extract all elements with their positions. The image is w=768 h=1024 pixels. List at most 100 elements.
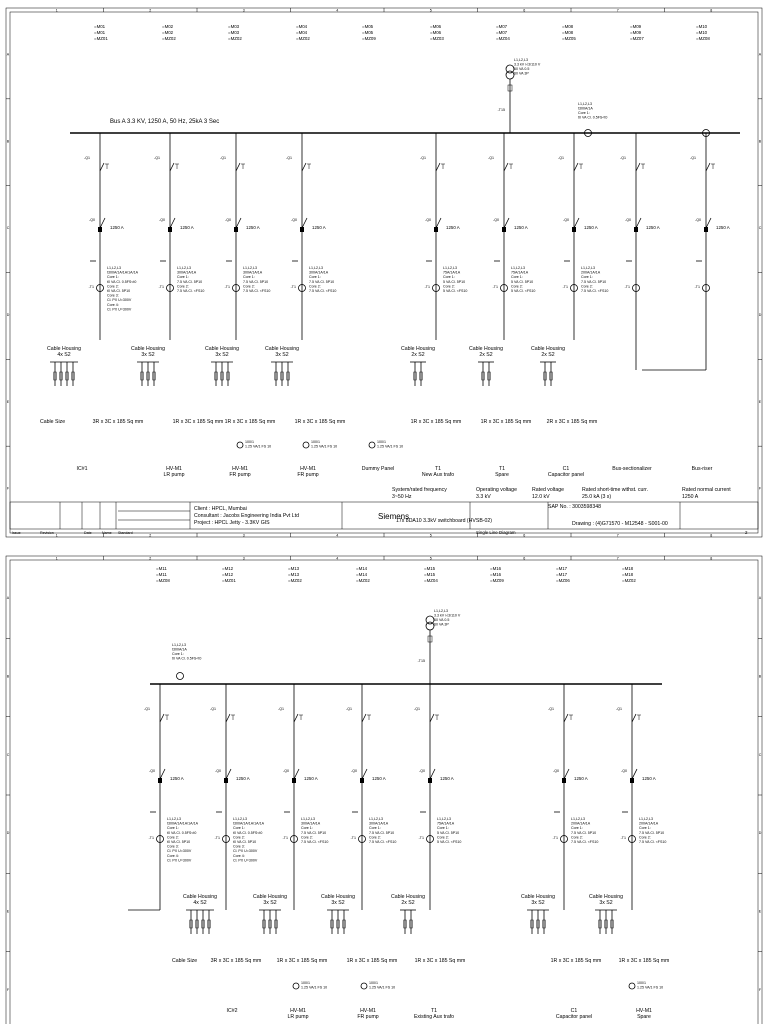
ct-data: 7.5 VA Cl. 5P10 [639, 831, 664, 835]
breaker-contact [99, 217, 106, 229]
breaker-body [704, 227, 708, 232]
ct-data: Core 1: [571, 826, 583, 830]
grid-col-label: 2 [149, 534, 151, 538]
breaker-body [292, 778, 296, 783]
ct-data: t0 VA Cl. 5P10 [233, 840, 256, 844]
ct-data: Core 3: [107, 294, 119, 298]
inner-border [9, 559, 759, 1024]
panel-name: IC#2 [227, 1008, 238, 1014]
grid-row-label: E [7, 910, 10, 914]
cbct-data: 100/1 [301, 981, 310, 985]
breaker-rating: 1250 A [110, 225, 124, 230]
vt-fuse [427, 635, 433, 643]
grid-row-label: B [7, 675, 10, 679]
disconnector-blade [159, 713, 165, 723]
q1-label: -Q1 [558, 156, 564, 160]
ct-data: t0 VA Cl. 0.5FS<t0 [233, 831, 262, 835]
cable-connector [481, 371, 485, 381]
feeder-id: =MZ05 [562, 36, 576, 41]
feeder-id: =MZ09 [490, 578, 504, 583]
ct-data: Core 2: [437, 835, 449, 839]
breaker-body [360, 778, 364, 783]
ct-data: L1,L2,L3 [437, 817, 451, 821]
feeder-id: =MZ08 [696, 36, 710, 41]
feeder-id: =M12 [222, 572, 234, 577]
ct-data: 7.5 VA Cl. 5P10 [301, 831, 326, 835]
ct-data: Core 1: [581, 275, 593, 279]
cable-connector [536, 919, 540, 929]
t1-label: -T1 [553, 836, 558, 840]
disconnector-blade [429, 713, 435, 723]
ct-data: Cl. PX U=300V [233, 858, 258, 862]
breaker-rating: 1250 A [514, 225, 528, 230]
cbct-data: 100/1 [637, 981, 646, 985]
panel-name: T1 [499, 466, 505, 472]
grid-row-label: E [759, 910, 762, 914]
disconnector-blade [705, 162, 711, 172]
feeder-id: =M17 [556, 566, 568, 571]
rating-value: 3.3 kV [476, 494, 491, 500]
current-transformer [628, 835, 636, 843]
current-transformer [560, 835, 568, 843]
q1-label: -Q1 [616, 707, 622, 711]
rating-label: Rated voltage [532, 487, 564, 493]
grid-col-label: 3 [243, 9, 245, 13]
q1-label: -Q1 [278, 707, 284, 711]
feeder-id: =M13 [288, 572, 300, 577]
ct-data: 300A/1A/1A [177, 271, 197, 275]
disconnector-blade [573, 162, 579, 172]
vt-data: 60 VA 0.5 [514, 67, 529, 71]
bus-ct-data: t300A/1A [578, 107, 593, 111]
cable-size: 1R x 3C x 185 Sq mm [225, 419, 276, 425]
cable-housing-size: 3x S2 [275, 352, 288, 358]
q1-label: -Q1 [286, 156, 292, 160]
grid-col-label: 3 [243, 534, 245, 538]
rating-label: Rated normal current [682, 487, 731, 493]
cbct-symbol [292, 982, 300, 990]
grid-col-label: 7 [617, 557, 619, 561]
grid-row-label: E [7, 400, 10, 404]
cable-connector [549, 371, 553, 381]
feeder-id: =M11 [156, 572, 167, 577]
breaker-rating: 1250 A [646, 225, 660, 230]
panel-subtitle: New Aux trafo [422, 472, 454, 478]
ct-data: 75A/1A/1A [511, 271, 529, 275]
breaker-body [562, 778, 566, 783]
title-col: Issue [12, 531, 21, 535]
ct-data: 7.5 VA Cl. <FS10 [243, 289, 270, 293]
bus-ct-data: L1,L2,L3 [578, 102, 592, 106]
t1-label: -T1 [493, 285, 498, 289]
t1-label: -T1 [625, 285, 630, 289]
cable-connector [274, 919, 278, 929]
cable-housing-label: Cable Housing [531, 346, 565, 352]
q0-label: -Q0 [425, 218, 431, 222]
grid-row-label: C [7, 753, 10, 757]
cable-size: 3R x 3C x 185 Sq mm [93, 419, 144, 425]
breaker-rating: 1250 A [642, 776, 656, 781]
bus-ct [584, 129, 592, 137]
current-transformer [432, 284, 440, 292]
ct-data: 7.5 VA Cl. <FS10 [639, 840, 666, 844]
feeder-id: =M18 [622, 572, 634, 577]
ct-data: t0 VA Cl. 0.5FS<t0 [167, 831, 196, 835]
bus-ct-data: Core 1: [578, 111, 590, 115]
cable-housing-label: Cable Housing [589, 894, 623, 900]
grid-row-label: E [759, 400, 762, 404]
cable-housing-size: 3x S2 [141, 352, 154, 358]
cable-connector [286, 371, 290, 381]
cable-housing-label: Cable Housing [321, 894, 355, 900]
grid-col-label: 8 [710, 9, 712, 13]
cbct-data: 100/1 [311, 440, 320, 444]
ct-data: Core 2: [639, 835, 651, 839]
ct-data: t0 VA Cl. 5P10 [107, 289, 130, 293]
panel-name: HV-M1 [232, 466, 248, 472]
panel-name: HV-M1 [290, 1008, 306, 1014]
ct-data: Core 4: [167, 854, 179, 858]
ct-data: L1,L2,L3 [177, 266, 191, 270]
cbct-data: 100/1 [377, 440, 386, 444]
panel-subtitle: LR pump [287, 1014, 308, 1020]
ct-data: Core 2: [301, 835, 313, 839]
bus-ct [702, 129, 710, 137]
cable-connector [530, 919, 534, 929]
feeder-id: =MZ02 [288, 578, 302, 583]
